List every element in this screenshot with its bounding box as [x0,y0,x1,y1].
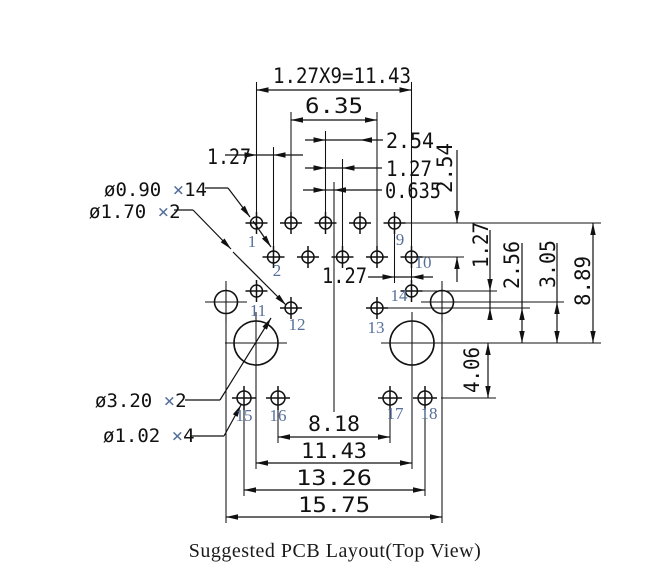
pin-number-17: 17 [387,404,405,423]
shield-hole-left [205,281,247,323]
multiply-sign: × [164,390,175,412]
dim-127-mid: 1.27 [322,264,367,288]
multiply-sign: × [172,425,183,447]
callout-d170: ø1.70 ×2 [89,201,181,223]
hole-1 [245,212,268,234]
hole-13 [366,297,388,319]
hole-9 [383,212,406,234]
diameter-callouts: ø0.90 ×14 ø1.70 ×2 ø3.20 ×2 ø1.02 ×4 [89,179,207,447]
multiply-sign: × [173,179,184,201]
dimension-lines [225,87,596,520]
callout-d102: ø1.02 ×4 [103,425,195,447]
pin-number-10: 10 [415,253,432,272]
hole-4 [297,246,319,268]
callout-d320: ø3.20 ×2 [95,390,187,412]
pin-number-2: 2 [273,261,282,280]
hole-17 [378,386,402,410]
mounting-hole-left [225,312,287,374]
dim-305-right: 3.05 [536,240,560,288]
shield-hole-right [421,281,463,323]
hole-15 [232,386,256,410]
pin-number-9: 9 [396,230,405,249]
dim-889-right: 8.89 [571,256,595,306]
dim-256-right: 2.56 [500,241,524,289]
hole-7 [349,212,371,234]
hole-14 [400,280,423,302]
pin-holes-090 [245,212,423,319]
multiply-sign: × [158,201,169,223]
dim-0635: 0.635 [385,179,441,203]
dim-254-right: 2.54 [433,143,457,193]
dim-127-right: 1.27 [469,222,493,268]
hole-12 [280,297,302,319]
dim-top-pitch: 1.27X9=11.43 [273,64,411,88]
pin-number-18: 18 [421,404,438,423]
mounting-hole-right [381,312,443,374]
dim-127-top: 1.27 [386,157,432,181]
shield-holes-170 [205,281,463,323]
dim-406-right: 4.06 [460,347,484,393]
hole-3 [280,212,302,234]
leader-lines [174,187,287,437]
dim-818-bottom: 8.18 [308,412,360,436]
pin-number-16: 16 [270,406,287,425]
dim-1143-bottom: 11.43 [301,439,367,463]
dim-254-top: 2.54 [386,129,434,153]
dim-1575-bottom: 15.75 [298,493,370,517]
hole-11 [245,280,268,302]
dim-127-left: 1.27 [207,145,251,169]
pin-number-11: 11 [250,301,266,320]
pin-number-12: 12 [289,315,306,334]
post-holes-102 [232,386,437,410]
hole-2 [262,246,285,268]
pin-number-13: 13 [368,318,385,337]
pin-number-14: 14 [391,286,409,305]
pin-number-1: 1 [248,232,257,251]
hole-18 [413,386,437,410]
hole-6 [331,246,354,268]
hole-16 [266,386,290,410]
extension-lines [225,82,601,523]
dimension-labels: 1.27X9=11.43 6.35 2.54 1.27 0.635 1.27 1… [207,64,595,517]
hole-10 [400,246,423,268]
hole-8 [366,246,388,268]
mounting-holes-320 [225,312,443,374]
dim-1326-bottom: 13.26 [296,466,372,490]
dim-635: 6.35 [305,94,363,118]
pin-numbers: 1 2 9 10 11 12 13 14 15 16 17 18 [236,230,438,425]
callout-d090: ø0.90 ×14 [104,179,207,201]
drawing-caption: Suggested PCB Layout(Top View) [189,540,482,562]
hole-5 [314,212,337,234]
pin-number-15: 15 [236,406,253,425]
